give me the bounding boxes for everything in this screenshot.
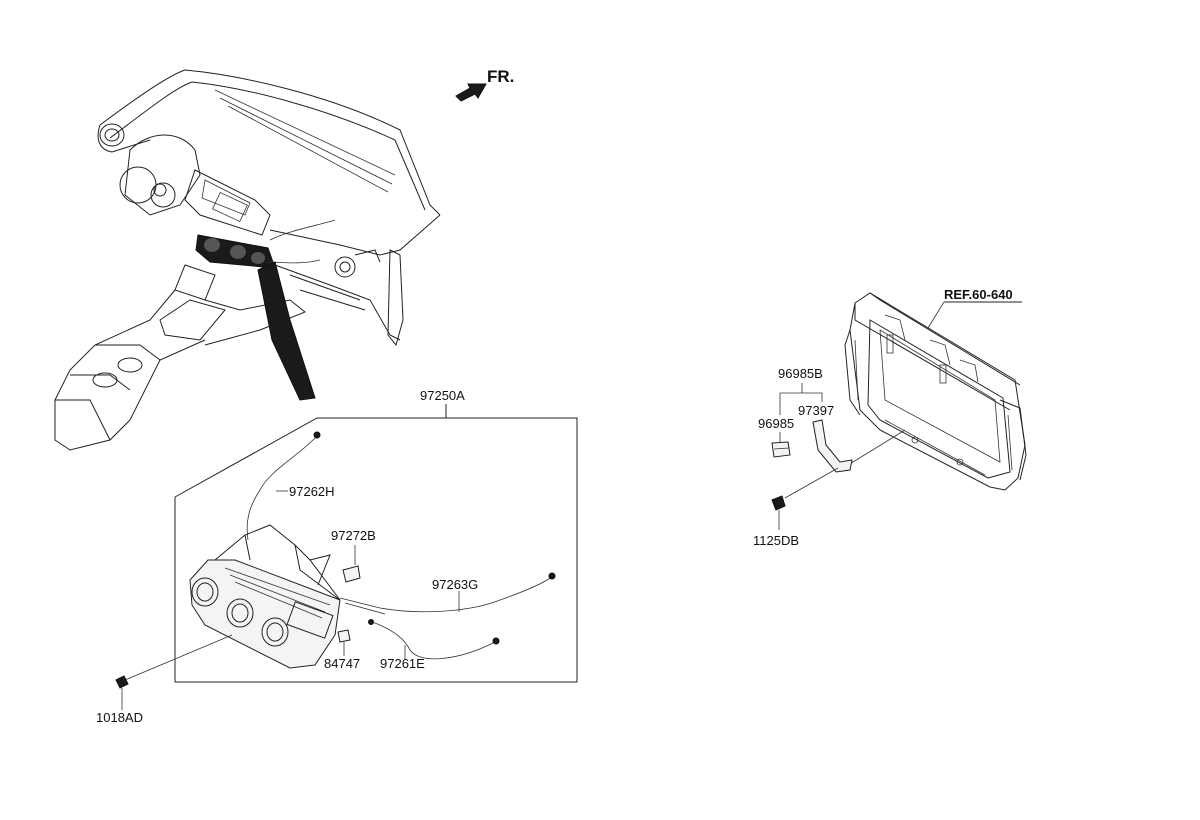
front-arrow-icon	[455, 83, 487, 102]
part-label-assembly: 97250A	[420, 388, 465, 403]
part-label-sensor-set: 96985B	[778, 366, 823, 381]
part-label-cable-lower: 97261E	[380, 656, 425, 671]
front-direction-label: FR.	[487, 67, 514, 86]
cable-lower	[371, 621, 496, 660]
front-direction-marker: FR.	[455, 67, 514, 102]
part-label-screw: 1018AD	[96, 710, 143, 725]
reference-label: REF.60-640	[944, 287, 1013, 302]
cable-right	[339, 576, 553, 613]
part-label-cable-right: 97263G	[432, 577, 478, 592]
cable-upper	[246, 434, 319, 541]
callout-pointer	[257, 261, 316, 401]
part-label-bolt: 1125DB	[753, 533, 799, 548]
part-label-lamp: 84747	[324, 656, 360, 671]
dashboard-illustration	[54, 69, 441, 451]
part-label-bracket: 97397	[798, 403, 834, 418]
part-label-cable-upper: 97262H	[289, 484, 335, 499]
part-label-sensor: 96985	[758, 416, 794, 431]
front-end-module-group: REF.60-640 96985B 96985	[753, 287, 1027, 548]
heater-control-assembly-group: 97250A 97262H 97272B 97263G	[96, 388, 578, 725]
part-label-bulb-socket: 97272B	[331, 528, 376, 543]
